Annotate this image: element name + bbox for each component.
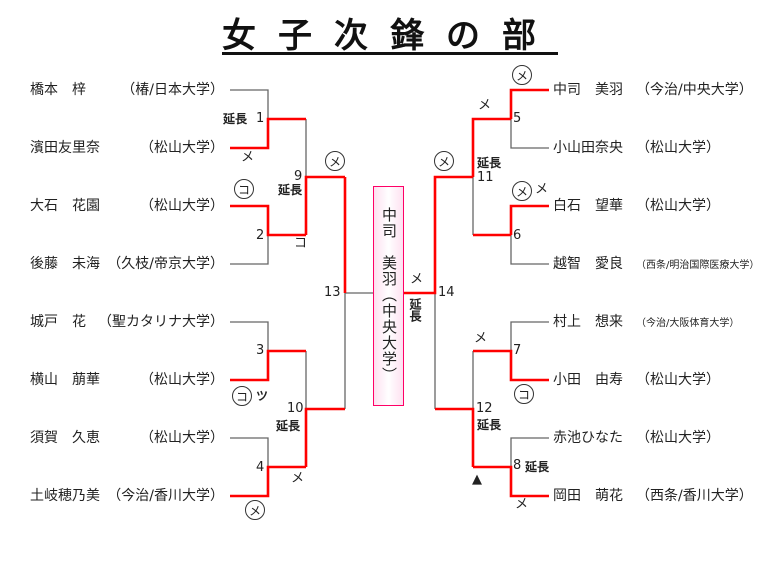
match-number: 7 (513, 343, 522, 358)
extension-label: 延長 (278, 183, 303, 197)
player-name: 城戸 花 (30, 314, 86, 330)
match-number: 8 (513, 458, 522, 473)
player-school: （松山大学） (636, 198, 720, 214)
win-m2 (230, 204, 306, 237)
match-number: 3 (256, 343, 265, 358)
point-mark: メ (515, 497, 529, 512)
win-m12 (435, 407, 475, 467)
win-m10 (304, 407, 345, 467)
player-school: （久枝/帝京大学） (107, 256, 224, 272)
champion-box: 中司 美羽（中央大学） (373, 186, 404, 406)
win-m1 (230, 117, 306, 150)
match-number: 6 (513, 228, 522, 243)
match-number: 10 (287, 401, 304, 416)
line-m3-top (230, 321, 269, 351)
player-school: （松山大学） (140, 430, 224, 446)
win-m6 (509, 204, 549, 235)
point-mark: メ (241, 150, 255, 165)
player-school: （西条/明治国際医療大学） (636, 260, 760, 271)
win-m7 (473, 349, 549, 382)
match-number: 2 (256, 228, 265, 243)
line-m4-top (230, 437, 269, 467)
player-school: （西条/香川大学） (636, 488, 753, 504)
player-school: （松山大学） (636, 372, 720, 388)
extension-label: 延長 (276, 419, 301, 433)
penalty-mark: ▲ (472, 472, 482, 487)
circled-point-mark: コ (234, 179, 254, 199)
circled-point-mark: メ (434, 151, 454, 171)
win-m11 (471, 117, 511, 177)
extension-label: 延長 (223, 112, 248, 126)
champion-name: 中司 美羽（中央大学） (380, 207, 398, 383)
player-name: 須賀 久恵 (30, 430, 100, 446)
win-m8 (473, 465, 549, 498)
player-school: （松山大学） (140, 372, 224, 388)
player-name: 赤池ひなた (553, 430, 623, 446)
player-name: 橋本 梓 (30, 82, 86, 98)
player-name: 村上 想来 (553, 314, 623, 330)
point-mark: メ (410, 272, 424, 287)
extension-label: 延長 (477, 418, 502, 432)
circled-point-mark: コ (232, 386, 252, 406)
loser-lines (230, 89, 549, 467)
player-school: （今治/大阪体育大学） (636, 318, 740, 329)
player-name: 小田 由寿 (553, 372, 623, 388)
extension-label: 延長 (525, 460, 550, 474)
player-name: 後藤 未海 (30, 256, 100, 272)
win-m4 (230, 465, 306, 498)
win-m14 (404, 175, 473, 295)
line-m7-top (510, 321, 549, 351)
player-school: （今治/中央大学） (636, 82, 753, 98)
match-number: 12 (476, 401, 493, 416)
point-mark: ツ (256, 389, 269, 403)
match-number: 14 (438, 285, 455, 300)
player-school: （松山大学） (636, 140, 720, 156)
win-m3 (230, 349, 306, 382)
player-name: 中司 美羽 (553, 82, 623, 98)
line-m1-top (230, 89, 269, 119)
point-mark: メ (478, 98, 492, 113)
circled-point-mark: メ (512, 181, 532, 201)
point-mark: コ (294, 236, 308, 251)
player-name: 岡田 萌花 (553, 488, 623, 504)
circled-point-mark: メ (325, 151, 345, 171)
line-m5-bottom (510, 119, 549, 149)
line-m8-top (510, 437, 549, 467)
match-number: 4 (256, 460, 265, 475)
player-school: （松山大学） (636, 430, 720, 446)
player-school: （今治/香川大学） (107, 488, 224, 504)
player-name: 濱田友里奈 (30, 140, 100, 156)
player-name: 土岐穂乃美 (30, 488, 100, 504)
point-mark: メ (291, 471, 305, 486)
win-m9 (304, 175, 345, 235)
player-name: 越智 愛良 (553, 256, 623, 272)
match-number: 13 (324, 285, 341, 300)
player-school: （松山大学） (140, 140, 224, 156)
circled-point-mark: コ (514, 384, 534, 404)
player-school: （椿/日本大学） (121, 82, 224, 98)
extension-label: 延長 (477, 156, 502, 170)
line-m2-bottom (230, 235, 269, 265)
player-name: 大石 花園 (30, 198, 100, 214)
winner-lines (230, 88, 549, 498)
win-m5 (509, 88, 549, 119)
extension-label: 延長 (408, 298, 422, 322)
match-number: 11 (477, 170, 494, 185)
line-m6-bottom (510, 235, 549, 265)
circled-point-mark: メ (245, 500, 265, 520)
player-school: （聖カタリナ大学） (98, 314, 224, 330)
circled-point-mark: メ (512, 65, 532, 85)
point-mark: メ (474, 331, 488, 346)
player-name: 小山田奈央 (553, 140, 623, 156)
match-number: 5 (513, 111, 522, 126)
match-number: 9 (294, 169, 303, 184)
player-name: 横山 萠華 (30, 372, 100, 388)
page-title: 女子次鋒の部 (222, 16, 558, 56)
player-school: （松山大学） (140, 198, 224, 214)
match-number: 1 (256, 111, 265, 126)
point-mark: メ (535, 182, 549, 197)
player-name: 白石 望華 (553, 198, 623, 214)
